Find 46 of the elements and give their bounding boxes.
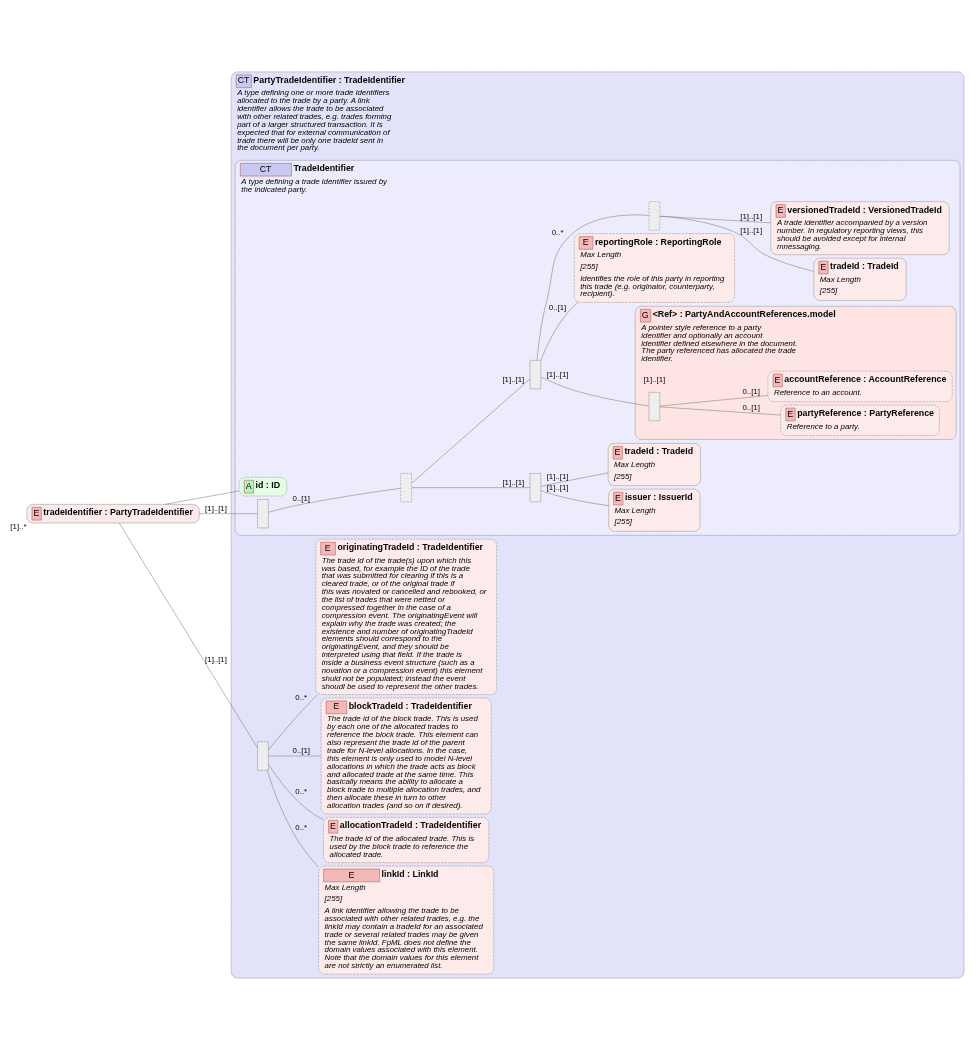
connector (540, 490, 609, 506)
edge-label: [1]..[1] (502, 478, 525, 488)
edge-label: [1]..[1] (546, 471, 569, 481)
connector (268, 755, 322, 757)
edge-label: 0..[1] (548, 302, 567, 312)
connector (411, 487, 531, 488)
edge-label: [1]..[1] (205, 504, 227, 514)
connector (119, 522, 258, 749)
connector (268, 488, 401, 513)
connector (411, 378, 531, 484)
node-box (257, 499, 269, 529)
node-box (400, 473, 412, 503)
node-label: [1]..[1] (643, 374, 666, 384)
edge-label: 0..* (295, 786, 308, 796)
connector (659, 395, 768, 407)
edge-label: 0..[1] (292, 493, 311, 503)
edge-label: 0..* (551, 227, 564, 237)
node-box (529, 360, 542, 390)
connector (199, 513, 258, 514)
edge-label: [1]..[1] (546, 483, 569, 493)
connector (540, 376, 650, 407)
connector (659, 215, 771, 224)
connector (268, 764, 324, 821)
edge-label: 0..[1] (292, 746, 311, 756)
edge-label: [1]..[1] (502, 374, 525, 384)
edge-label: [1]..[1] (740, 212, 763, 222)
edge-label: 0..[1] (742, 403, 760, 413)
edge-label: [1]..[1] (546, 370, 569, 380)
node-label: [1]..* (10, 522, 27, 532)
edge-label: [1]..[1] (740, 225, 763, 235)
edge-label: 0..[1] (742, 387, 760, 397)
connector (267, 770, 319, 868)
connector (659, 215, 814, 272)
node-box (648, 392, 660, 422)
edge-label: [1]..[1] (205, 654, 227, 664)
node-box (648, 201, 660, 231)
node-box (257, 741, 269, 771)
edge-label: 0..* (295, 823, 308, 833)
connector (540, 472, 609, 487)
connector (540, 302, 579, 361)
connector (164, 490, 240, 505)
edge-label: 0..* (295, 693, 308, 703)
connector (268, 694, 318, 751)
connector (659, 406, 781, 416)
connector (536, 214, 650, 361)
node-box (529, 473, 542, 503)
